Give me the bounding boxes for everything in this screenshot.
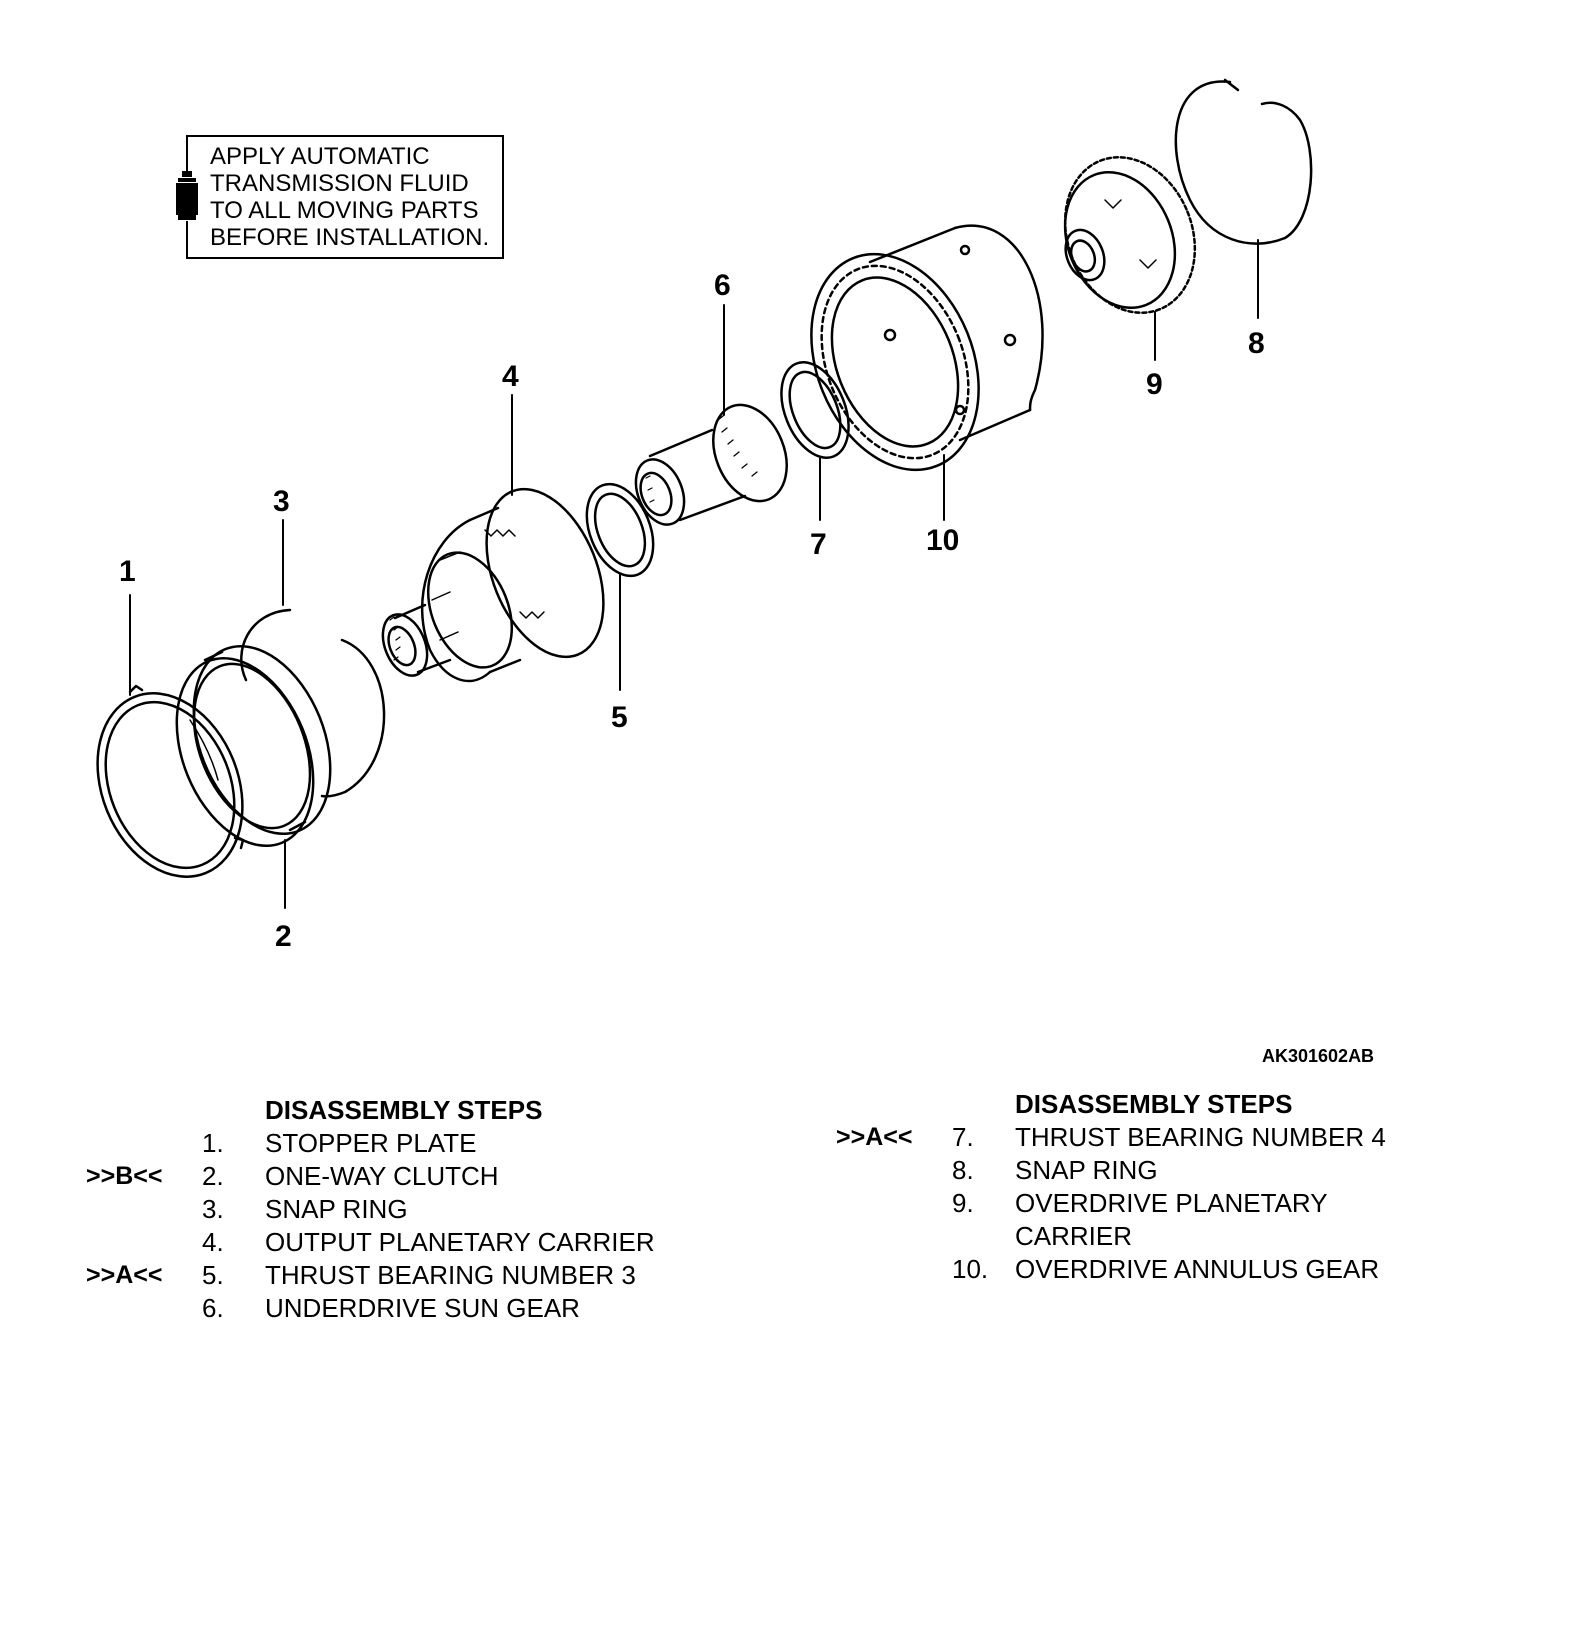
thrust-bearing-4-part <box>780 361 850 459</box>
callout-8: 8 <box>1248 327 1265 360</box>
step-number: 2. <box>202 1161 224 1191</box>
output-planetary-carrier-part <box>381 487 605 683</box>
step-number: 6. <box>202 1293 224 1323</box>
step-number: 4. <box>202 1227 224 1257</box>
step-row: >>B<< 2. ONE-WAY CLUTCH <box>86 1160 726 1193</box>
step-label: OVERDRIVE ANNULUS GEAR <box>1015 1254 1380 1284</box>
step-label: UNDERDRIVE SUN GEAR <box>265 1293 580 1323</box>
step-tag: >>B<< <box>86 1162 163 1190</box>
one-way-clutch-part <box>175 644 332 848</box>
step-label: SNAP RING <box>265 1194 408 1224</box>
note-line: BEFORE INSTALLATION. <box>210 224 490 251</box>
steps-heading: DISASSEMBLY STEPS <box>1015 1089 1293 1119</box>
callout-2: 2 <box>275 920 292 953</box>
step-number: 9. <box>952 1188 974 1218</box>
overdrive-planetary-carrier-part <box>1063 156 1197 314</box>
step-number: 7. <box>952 1122 974 1152</box>
callout-7: 7 <box>810 528 827 561</box>
step-number: 1. <box>202 1128 224 1158</box>
snap-ring-8-part <box>1174 78 1313 245</box>
note-text: APPLY AUTOMATIC TRANSMISSION FLUID TO AL… <box>210 143 489 251</box>
step-label: OUTPUT PLANETARY CARRIER <box>265 1227 655 1257</box>
note-line: APPLY AUTOMATIC <box>210 143 430 170</box>
overdrive-annulus-gear-part <box>810 224 1044 472</box>
step-number: 5. <box>202 1260 224 1290</box>
step-row: 10. OVERDRIVE ANNULUS GEAR <box>836 1253 1476 1286</box>
callout-3: 3 <box>273 485 290 518</box>
step-row: 4. OUTPUT PLANETARY CARRIER <box>86 1226 726 1259</box>
leader-lines <box>129 239 1259 909</box>
step-label: OVERDRIVE PLANETARY <box>1015 1188 1328 1218</box>
callout-9: 9 <box>1146 368 1163 401</box>
callout-6: 6 <box>714 269 731 302</box>
figure-code: AK301602AB <box>1262 1046 1375 1066</box>
fluid-bottle-icon <box>174 171 200 221</box>
callout-5: 5 <box>611 701 628 734</box>
step-row: 6. UNDERDRIVE SUN GEAR <box>86 1292 726 1325</box>
step-label: SNAP RING <box>1015 1155 1158 1185</box>
step-row: 3. SNAP RING <box>86 1193 726 1226</box>
callout-1: 1 <box>119 555 136 588</box>
snap-ring-3-part <box>240 608 386 798</box>
note-line: TRANSMISSION FLUID <box>210 170 469 197</box>
step-row: >>A<< 5. THRUST BEARING NUMBER 3 <box>86 1259 726 1292</box>
step-label: CARRIER <box>1015 1221 1133 1251</box>
note-line: TO ALL MOVING PARTS <box>210 197 479 224</box>
disassembly-steps-left: DISASSEMBLY STEPS 1. STOPPER PLATE >>B<<… <box>86 1094 726 1325</box>
step-number: 10. <box>952 1254 989 1284</box>
step-row: 9. OVERDRIVE PLANETARY <box>836 1187 1476 1220</box>
underdrive-sun-gear-part <box>634 403 788 526</box>
step-tag: >>A<< <box>86 1261 163 1289</box>
stopper-plate-part <box>96 684 245 878</box>
step-row: >>A<< 7. THRUST BEARING NUMBER 4 <box>836 1121 1476 1154</box>
step-label: THRUST BEARING NUMBER 3 <box>265 1260 636 1290</box>
exploded-view-diagram: 1 2 3 4 5 6 7 8 9 10 <box>96 78 1313 953</box>
step-row: CARRIER <box>836 1220 1476 1253</box>
lubrication-note: APPLY AUTOMATIC TRANSMISSION FLUID TO AL… <box>174 135 504 259</box>
step-row: 8. SNAP RING <box>836 1154 1476 1187</box>
disassembly-steps-right: DISASSEMBLY STEPS >>A<< 7. THRUST BEARIN… <box>836 1088 1476 1286</box>
step-label: THRUST BEARING NUMBER 4 <box>1015 1122 1386 1152</box>
step-number: 3. <box>202 1194 224 1224</box>
step-label: STOPPER PLATE <box>265 1128 477 1158</box>
step-row: 1. STOPPER PLATE <box>86 1127 726 1160</box>
callout-4: 4 <box>502 360 519 393</box>
step-label: ONE-WAY CLUTCH <box>265 1161 499 1191</box>
step-number: 8. <box>952 1155 974 1185</box>
thrust-bearing-3-part <box>585 482 655 578</box>
steps-heading: DISASSEMBLY STEPS <box>265 1095 543 1125</box>
callout-10: 10 <box>926 524 959 557</box>
step-tag: >>A<< <box>836 1123 913 1151</box>
